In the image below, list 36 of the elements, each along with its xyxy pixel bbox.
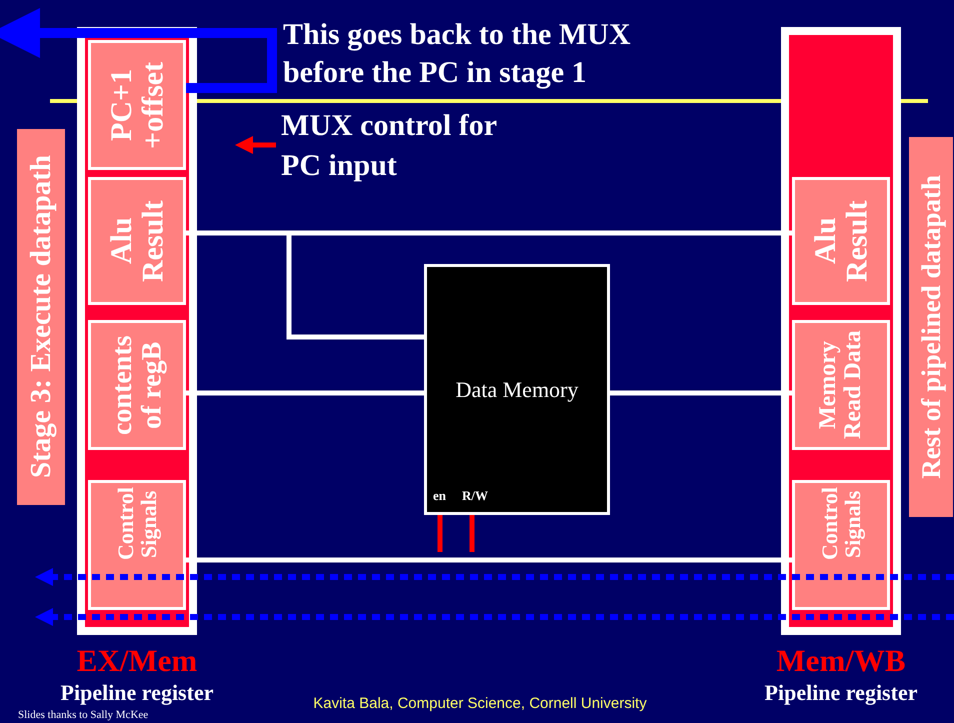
field-label: contents of regB — [108, 334, 166, 437]
register-field — [88, 40, 186, 170]
register-name: EX/Mem — [76, 643, 198, 679]
register-field — [792, 177, 890, 305]
field-label: Control Signals — [114, 486, 160, 562]
wire — [470, 515, 474, 552]
credit-text: Slides thanks to Sally McKee — [18, 709, 148, 721]
wire — [186, 390, 424, 396]
memory-block — [424, 264, 610, 515]
register-field — [88, 480, 186, 610]
annotation-text: MUX control for PC input — [281, 108, 498, 184]
stage-band — [909, 137, 953, 517]
wire — [610, 390, 792, 396]
memory-label: Data Memory — [456, 376, 578, 402]
register-name: Mem/WB — [775, 643, 907, 679]
wire — [186, 558, 792, 562]
wire — [438, 515, 442, 552]
pin-label: en — [433, 488, 446, 504]
register-subtitle: Pipeline register — [764, 679, 918, 707]
register-field — [88, 320, 186, 450]
register-subtitle: Pipeline register — [60, 679, 214, 707]
field-label: Memory Read Data — [816, 330, 866, 442]
band-label: Rest of pipelined datapath — [916, 175, 946, 479]
arrow — [0, 8, 277, 93]
field-label: Alu Result — [106, 199, 168, 284]
field-label: Alu Result — [810, 199, 872, 284]
footer-text: Kavita Bala, Computer Science, Cornell University — [312, 695, 648, 712]
field-label: Control Signals — [818, 486, 864, 562]
annotation-text: This goes back to the MUX before the PC in stage 1 — [283, 17, 632, 91]
stage-band — [17, 129, 65, 505]
register-field — [792, 320, 890, 450]
field-label: PC+1 +offset — [106, 60, 168, 151]
register-field — [792, 480, 890, 610]
band-label: Stage 3: Execute datapath — [26, 155, 56, 478]
pin-label: R/W — [462, 488, 488, 504]
register-field — [88, 177, 186, 305]
